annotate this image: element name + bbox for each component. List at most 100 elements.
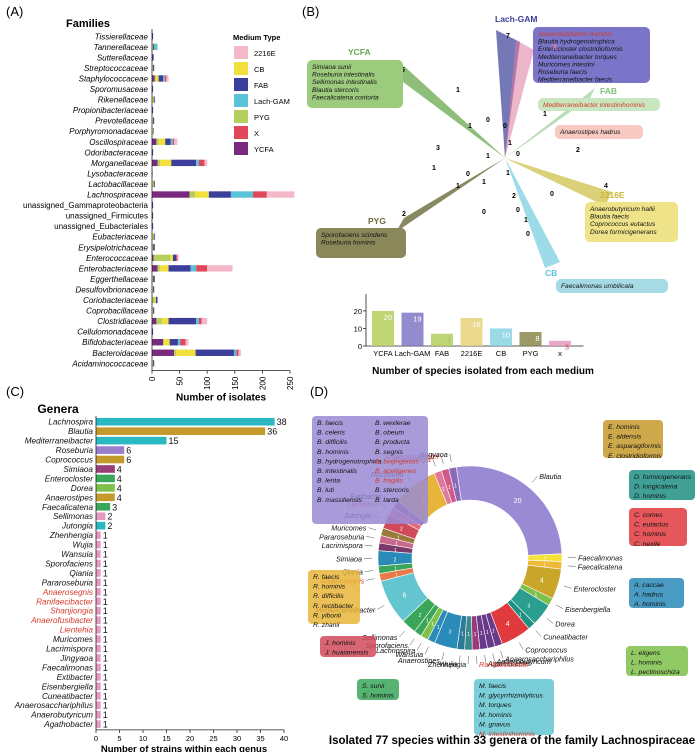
species-bar-category-label: YCFA <box>373 349 393 358</box>
family-tick-label: Bacteroidaceae <box>92 349 148 358</box>
genus-bar <box>96 635 101 643</box>
donut-genus-label: Enterocloster <box>574 584 617 593</box>
family-bar-segment <box>152 96 154 103</box>
venn-set-label: X <box>552 42 558 52</box>
genus-bar-value-label: 1 <box>103 616 108 626</box>
donut-species-name: L. pectinoschiza <box>631 669 680 676</box>
genus-tick-label: Lacrimispora <box>46 645 93 654</box>
donut-species-name: S. hominis <box>362 693 394 700</box>
donut-slice-value: 1 <box>394 567 397 573</box>
family-bar-segment <box>152 339 164 346</box>
genus-bar <box>96 606 101 615</box>
donut-species-name: J. hominis <box>324 640 356 647</box>
genus-x-tick-label: 40 <box>280 734 288 743</box>
venn-count-label: 1 <box>456 87 460 94</box>
donut-species-box <box>357 679 399 700</box>
donut-species-name: R. zhanii <box>313 622 340 629</box>
venn-species-box <box>555 125 643 139</box>
family-bar-segment <box>195 191 209 198</box>
family-bar-segment <box>208 191 231 198</box>
donut-species-name: B. celeris <box>317 430 346 437</box>
donut-leader-line <box>519 642 524 650</box>
genus-bar-value-label: 2 <box>107 512 112 522</box>
family-tick-label: Propionibacteriaceae <box>73 106 149 115</box>
genus-bar-value-label: 1 <box>103 625 108 635</box>
family-bar-segment <box>153 96 155 103</box>
species-bar-value-label: 8 <box>535 334 539 343</box>
genus-tick-label: Agathobacter <box>43 720 93 729</box>
genus-bar-value-label: 1 <box>103 653 108 663</box>
donut-leader-line <box>532 475 538 483</box>
donut-genus-label: Wujia <box>439 659 457 668</box>
venn-species-name: Dorea formicigenerans <box>590 229 657 236</box>
genus-tick-label: Roseburia <box>56 446 94 455</box>
genus-bar <box>96 682 101 691</box>
family-bar-segment <box>152 360 154 367</box>
species-bar-x-axis-title: Number of species isolated from each med… <box>372 366 594 377</box>
genus-bar <box>96 550 101 558</box>
venn-species-name: Roseburia hominis <box>321 240 376 247</box>
venn-set-label: CB <box>545 268 557 278</box>
genus-bar-value-label: 1 <box>103 691 108 701</box>
genus-bar-value-label: 6 <box>126 446 131 456</box>
donut-leader-line <box>364 570 373 572</box>
genus-tick-label: Anaerofusibacter <box>30 616 93 625</box>
family-tick-label: Odoribacteraceae <box>84 148 148 157</box>
donut-species-name: E. asparagiformis <box>608 443 661 450</box>
family-bar-segment <box>152 54 154 61</box>
venn-count-label: 1 <box>506 170 510 177</box>
donut-slice-value: 6 <box>402 592 406 599</box>
venn-count-label: 1 <box>468 123 472 130</box>
donut-species-name: E. aldensis <box>608 434 642 441</box>
donut-genus-label: Dorea <box>555 620 575 629</box>
family-bar-segment <box>185 339 189 346</box>
venn-count-label: 0 <box>503 123 507 130</box>
family-bar-segment <box>160 159 172 167</box>
family-tick-label: Tissierellaceae <box>95 32 149 41</box>
family-bar-segment <box>195 349 235 356</box>
family-tick-label: Erysipelotrichaceae <box>78 243 148 252</box>
venn-species-name: Mediterraneibacter intestinihominis <box>543 102 646 109</box>
genus-x-axis-title: Number of strains within each genus <box>101 744 267 752</box>
genus-bar <box>96 578 101 587</box>
donut-leader-line <box>368 527 377 531</box>
legend-label: X <box>254 129 259 138</box>
family-bar-segment <box>160 265 169 272</box>
donut-species-name: D. longicatena <box>634 484 678 491</box>
donut-leader-line <box>440 455 444 464</box>
family-bar-segment <box>153 180 155 188</box>
venn-count-label: 1 <box>524 217 528 224</box>
genus-bar-value-label: 2 <box>107 521 112 531</box>
genus-tick-label: Extibacter <box>57 673 94 682</box>
genus-bar <box>96 531 101 539</box>
venn-count-label: 7 <box>506 33 510 40</box>
donut-slice-value: 1 <box>486 630 489 636</box>
family-bar-segment <box>152 75 155 82</box>
family-tick-label: Enterobacteriaceae <box>79 264 149 273</box>
family-bar-segment <box>153 244 155 251</box>
donut-leader-line <box>476 655 478 664</box>
venn-count-label: 3 <box>436 145 440 152</box>
donut-genus-label: Ranifaecibacter <box>479 660 530 669</box>
family-tick-label: Staphylococcaceae <box>79 74 149 83</box>
genus-bar <box>96 720 101 728</box>
donut-species-name: C. hominis <box>634 531 667 538</box>
donut-genus-label: Lacrimispora <box>322 541 363 550</box>
family-tick-label: Coprobacillaceae <box>86 307 148 316</box>
genus-tick-label: Simiaoa <box>63 465 93 474</box>
donut-species-name: L. hominis <box>631 660 663 667</box>
genus-bar-value-label: 1 <box>103 531 108 541</box>
venn-count-label: 4 <box>604 183 608 190</box>
genus-bar <box>96 673 101 681</box>
legend-label: FAB <box>254 81 268 90</box>
venn-species-name: Anaerobutyricum hallii <box>589 206 655 213</box>
family-bar-segment <box>177 254 179 262</box>
family-bar-segment <box>198 159 205 167</box>
venn-count-label: 5 <box>401 67 405 74</box>
family-bar-segment <box>230 191 254 198</box>
genus-chart-title: Genera <box>37 402 79 416</box>
venn-species-name: Anaerostipes hadrus <box>559 129 621 136</box>
venn-petal-ycfa <box>395 66 505 158</box>
legend-label: PYG <box>254 113 270 122</box>
genus-bar <box>96 502 111 511</box>
